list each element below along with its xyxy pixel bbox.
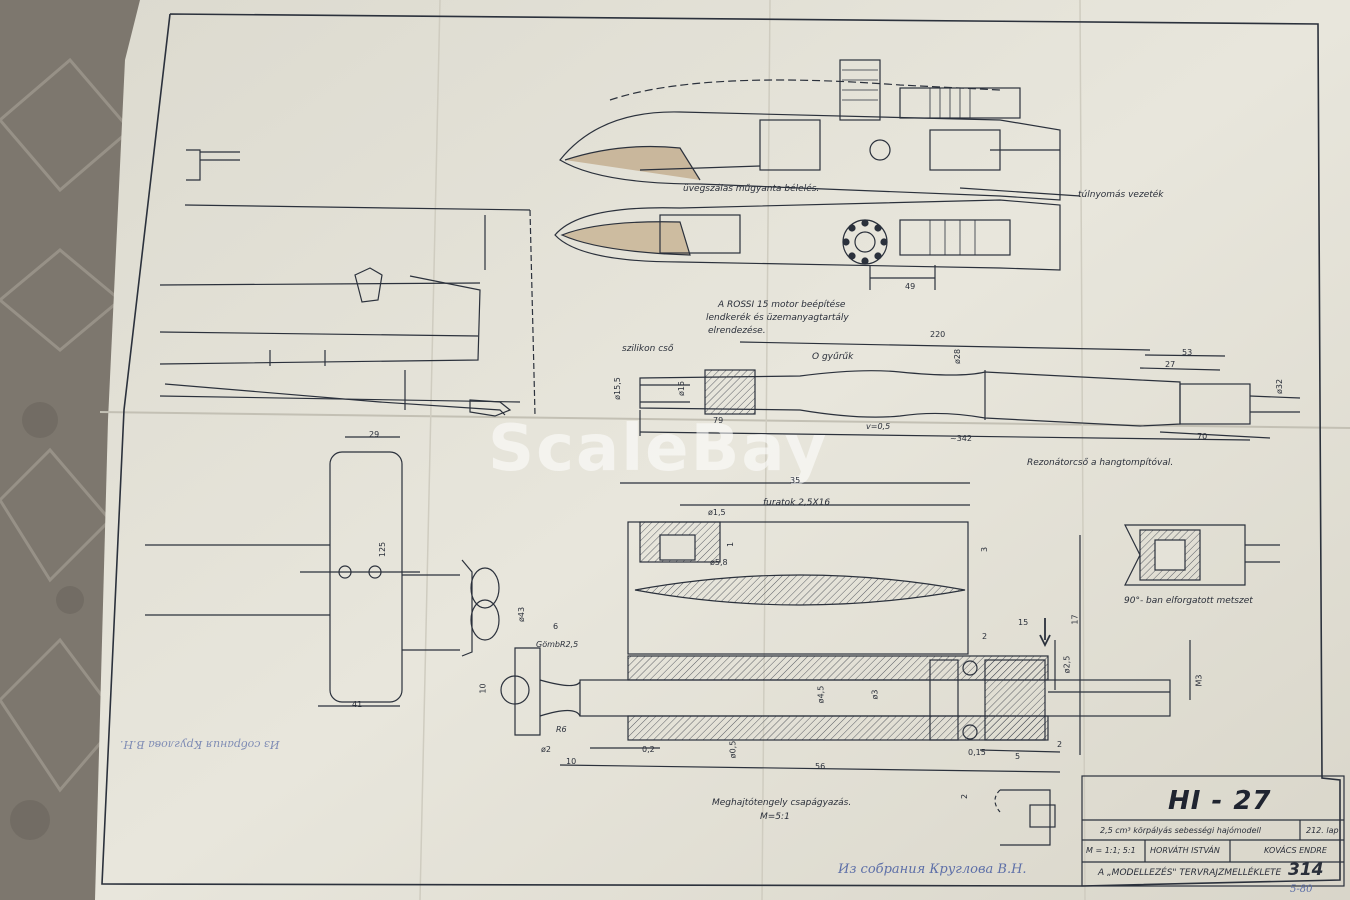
watermark: ScaleBay	[488, 412, 829, 486]
dim-32: ø32	[1275, 378, 1285, 395]
label-fiberglass: üvegszálas műgyanta bélelés.	[683, 184, 820, 194]
dim-125: 125	[378, 541, 388, 558]
label-overflow: túlnyomás vezeték	[1078, 190, 1164, 200]
label-section90: 90°- ban elforgatott metszet	[1124, 596, 1253, 606]
title-sheet: 212. lap	[1306, 826, 1339, 835]
title-drawer: KOVÁCS ENDRE	[1264, 846, 1327, 855]
dim-29: 29	[369, 430, 380, 439]
dim-r6: R6	[556, 725, 567, 734]
dim-43: ø43	[517, 606, 527, 623]
dim-015: 0,15	[968, 748, 986, 757]
dim-2b: 2	[982, 632, 988, 641]
label-shaft-2: M=5:1	[760, 812, 790, 822]
label-shaft-1: Meghajtótengely csapágyazás.	[712, 798, 852, 808]
title-number: 314	[1288, 860, 1324, 880]
dim-1: 1	[726, 541, 736, 548]
dim-d2: ø2	[541, 745, 551, 754]
title-designer: HORVÁTH ISTVÁN	[1150, 846, 1220, 855]
label-rossi-1: A ROSSI 15 motor beépítése	[718, 300, 846, 310]
dim-05: ø0,5	[728, 740, 738, 759]
title-desc: 2,5 cm³ körpályás sebességi hajómodell	[1100, 826, 1261, 835]
dim-5: 5	[1015, 752, 1021, 761]
dim-342: ~342	[950, 434, 972, 443]
dim-27: 27	[1165, 360, 1176, 369]
dim-58: ø5,8	[710, 558, 728, 567]
label-rossi-3: elrendezése.	[708, 326, 766, 336]
handwriting-left-note: Из собрания Круглова В.Н.	[120, 738, 280, 751]
dim-2c: 2	[1057, 740, 1063, 749]
label-gomb: GömbR2,5	[536, 640, 579, 649]
dim-56: 56	[815, 762, 826, 771]
dim-6: 6	[553, 622, 559, 631]
label-resonator: Rezonátorcső a hangtompítóval.	[1027, 458, 1174, 468]
dim-15: ø1,5	[708, 508, 726, 517]
dim-15c: ø15	[677, 380, 687, 397]
dim-v05: v=0,5	[866, 422, 891, 431]
dim-28: ø28	[953, 348, 963, 365]
dim-15b: 15	[1018, 618, 1029, 627]
dim-53: 53	[1182, 348, 1193, 357]
dim-02: 0,2	[642, 745, 655, 754]
title-model: HI - 27	[1168, 786, 1272, 816]
dim-10b: 10	[566, 757, 577, 766]
drawings	[145, 59, 1345, 887]
dim-10: 10	[478, 683, 488, 694]
dim-3: 3	[980, 546, 990, 553]
dim-3b: ø3	[870, 689, 880, 700]
handwriting-corner: 5-80	[1290, 884, 1313, 895]
dim-m3: M3	[1194, 674, 1204, 687]
title-scale: M = 1:1; 5:1	[1086, 846, 1136, 855]
dim-35: 35	[790, 476, 801, 485]
dim-70: 70	[1197, 432, 1208, 441]
label-silicon: szilikon cső	[622, 344, 674, 354]
dim-49: 49	[905, 282, 916, 291]
label-rossi-2: lendkerék és üzemanyagtartály	[706, 313, 849, 323]
dim-25: ø2,5	[1062, 655, 1072, 674]
dim-45: ø4,5	[816, 685, 826, 704]
label-oring: O gyűrűk	[812, 352, 854, 362]
handwriting-collection: Из собрания Круглова В.Н.	[838, 862, 1027, 877]
dim-17: 17	[1070, 614, 1080, 625]
dim-2d: 2	[960, 793, 970, 800]
dim-155: ø15,5	[612, 377, 622, 400]
label-bores: furatok 2,5X16	[763, 498, 831, 508]
dim-79: 79	[713, 416, 724, 425]
title-footer: A „MODELLEZÉS" TERVRAJZMELLÉKLETE	[1098, 868, 1282, 878]
dim-220: 220	[930, 330, 946, 339]
dim-41: 41	[352, 700, 363, 709]
drawing-frame	[101, 13, 1341, 887]
